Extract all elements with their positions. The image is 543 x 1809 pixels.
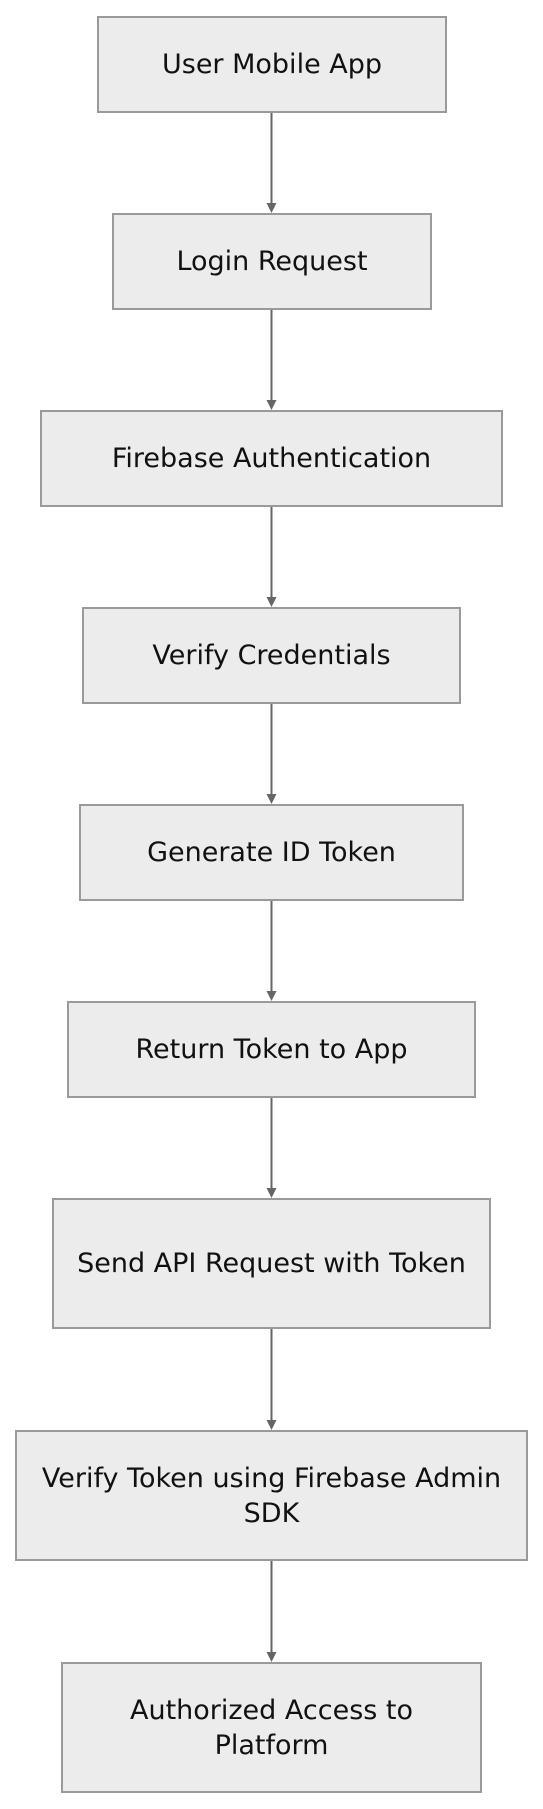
node-authorized-access-to-platform: Authorized Access to Platform	[61, 1662, 482, 1793]
node-verify-credentials: Verify Credentials	[82, 607, 461, 704]
node-label: Login Request	[176, 246, 368, 277]
node-firebase-authentication: Firebase Authentication	[40, 410, 503, 507]
node-label: Authorized Access to Platform	[129, 1694, 414, 1761]
node-label: User Mobile App	[161, 49, 383, 80]
node-login-request: Login Request	[112, 213, 432, 310]
node-label: Verify Credentials	[152, 640, 391, 671]
node-return-token-to-app: Return Token to App	[67, 1001, 476, 1098]
node-label: Return Token to App	[135, 1034, 408, 1065]
node-label: Firebase Authentication	[111, 443, 432, 474]
node-user-mobile-app: User Mobile App	[97, 16, 447, 113]
node-verify-token-admin-sdk: Verify Token using Firebase Admin SDK	[15, 1430, 528, 1561]
node-label: Verify Token using Firebase Admin SDK	[41, 1462, 502, 1529]
node-generate-id-token: Generate ID Token	[79, 804, 464, 901]
node-send-api-request-with-token: Send API Request with Token	[52, 1198, 491, 1329]
node-label: Generate ID Token	[147, 837, 396, 868]
node-label: Send API Request with Token	[77, 1248, 466, 1279]
